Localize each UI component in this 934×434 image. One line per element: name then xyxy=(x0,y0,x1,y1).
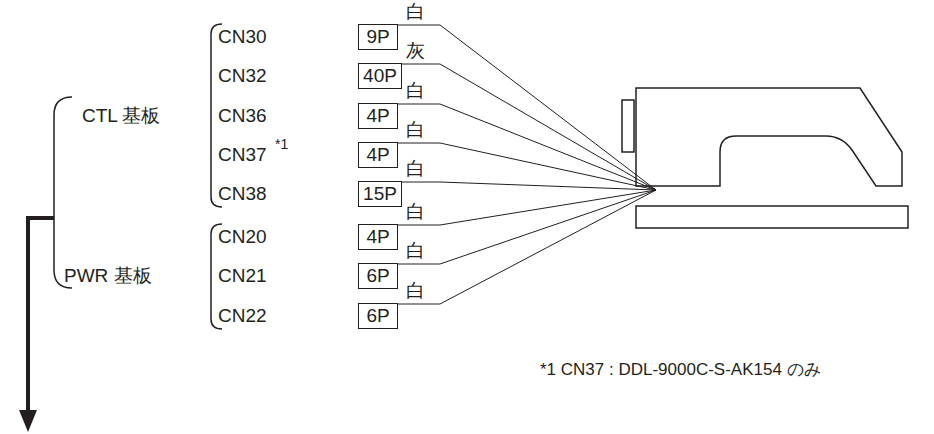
board-name: PWR 基板 xyxy=(64,265,152,287)
pin-count: 6P xyxy=(366,305,389,327)
connector-name: CN32 xyxy=(218,65,267,87)
connector-name: CN36 xyxy=(218,105,267,127)
connector-name: CN22 xyxy=(218,305,267,327)
pin-count-box: 4P xyxy=(358,103,398,129)
handwheel xyxy=(622,100,634,152)
wire xyxy=(398,190,656,304)
pin-count-box: 15P xyxy=(358,181,402,207)
pin-count-box: 40P xyxy=(358,63,402,89)
wire xyxy=(402,64,656,190)
pin-count: 4P xyxy=(366,105,389,127)
sewing-machine-head xyxy=(636,88,902,186)
pin-count: 40P xyxy=(363,65,397,87)
wire-color: 白 xyxy=(406,280,425,302)
pin-count: 4P xyxy=(366,226,389,248)
board-name: CTL 基板 xyxy=(82,105,160,127)
connector-name: CN30 xyxy=(218,26,267,48)
arrow-head xyxy=(19,410,37,432)
connector-name: CN38 xyxy=(218,183,267,205)
pin-count: 9P xyxy=(366,26,389,48)
wire xyxy=(402,182,656,190)
connector-name: CN37 xyxy=(218,144,267,166)
connector-name: CN20 xyxy=(218,226,267,248)
pin-count: 4P xyxy=(366,144,389,166)
wire-color: 白 xyxy=(406,119,425,141)
connector-name: CN21 xyxy=(218,265,267,287)
pin-count-box: 4P xyxy=(358,142,398,168)
wire-color: 白 xyxy=(406,201,425,223)
wire xyxy=(398,25,656,190)
wire xyxy=(398,104,656,190)
outer-bracket xyxy=(54,97,72,288)
pin-count-box: 6P xyxy=(358,303,398,329)
footnote-mark: *1 xyxy=(275,136,288,153)
pin-count: 15P xyxy=(363,183,397,205)
wire-color: 白 xyxy=(406,80,425,102)
machine-table xyxy=(636,206,908,228)
wire-color: 白 xyxy=(406,240,425,262)
wire-color: 灰 xyxy=(406,40,425,62)
footnote: *1 CN37 : DDL-9000C-S-AK154 のみ xyxy=(540,360,821,380)
wire xyxy=(398,190,656,264)
wire-color: 白 xyxy=(406,1,425,23)
wire xyxy=(398,190,656,225)
pin-count-box: 6P xyxy=(358,263,398,289)
pin-count-box: 9P xyxy=(358,24,398,50)
wire-color: 白 xyxy=(406,158,425,180)
flow-arrow xyxy=(28,218,54,414)
pin-count-box: 4P xyxy=(358,224,398,250)
pin-count: 6P xyxy=(366,265,389,287)
wire xyxy=(398,143,656,190)
